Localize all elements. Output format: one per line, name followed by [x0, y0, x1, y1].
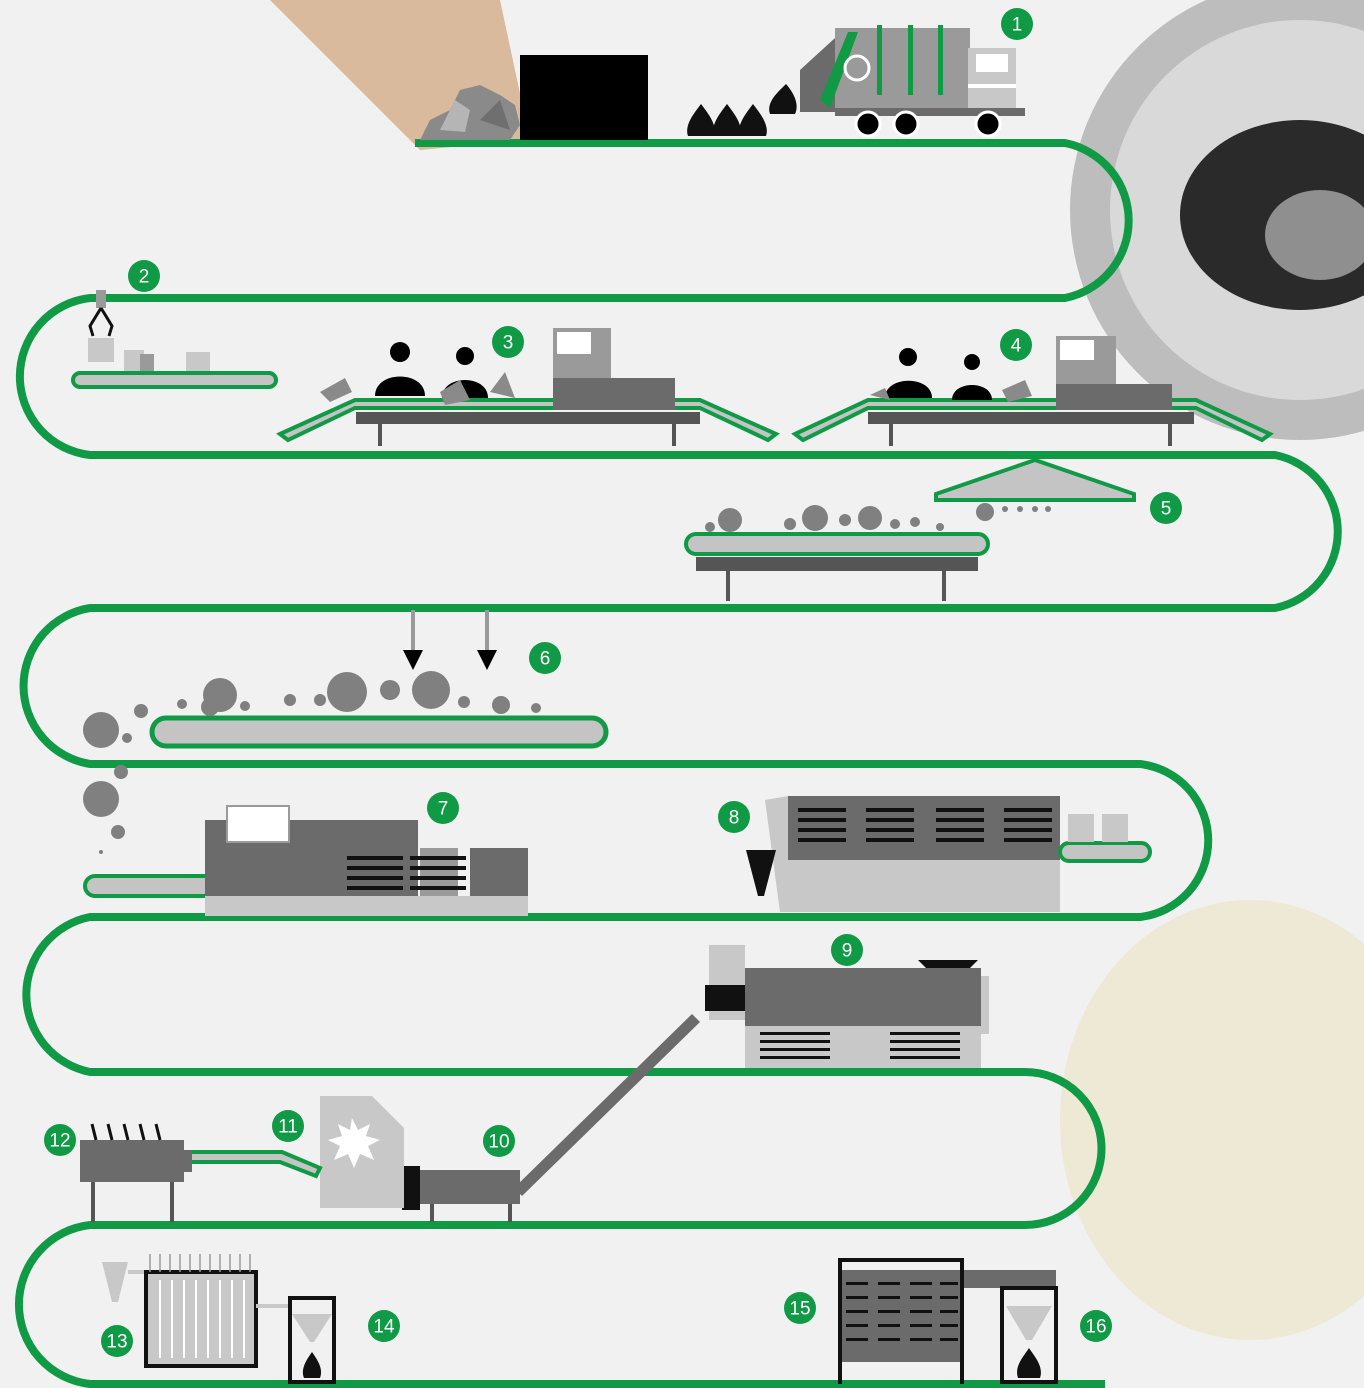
soda-can-icon	[1070, 0, 1364, 440]
step-6-magnetic-separation	[83, 610, 609, 749]
svg-text:16: 16	[1085, 1317, 1106, 1338]
grabber-claw-icon	[88, 290, 114, 362]
step-14-dross-collection	[288, 1296, 336, 1384]
svg-text:14: 14	[373, 1317, 395, 1338]
step-badge-1: 1	[1001, 8, 1033, 40]
step-badge-10: 10	[483, 1125, 515, 1157]
step-16-collection	[1000, 1286, 1058, 1384]
svg-text:11: 11	[278, 1117, 298, 1138]
svg-text:12: 12	[49, 1131, 70, 1152]
step-2-presorting	[71, 290, 278, 389]
step-4-manual-sorting	[791, 336, 1274, 446]
step-badge-4: 4	[1000, 329, 1032, 361]
step-badge-12: 12	[44, 1124, 76, 1156]
process-route-line	[14, 139, 1342, 1388]
svg-text:9: 9	[842, 941, 853, 962]
hopper-icon	[746, 850, 776, 896]
step-badge-8: 8	[718, 801, 750, 833]
scrap-pile-icon	[420, 85, 520, 140]
svg-text:7: 7	[438, 799, 449, 820]
step-10-screw-conveyor	[402, 1014, 700, 1222]
step-badge-13: 13	[101, 1325, 133, 1357]
step-15-casting	[838, 1258, 1056, 1384]
step-8-baling	[746, 796, 1152, 912]
svg-text:3: 3	[503, 333, 514, 354]
garbage-truck-icon	[800, 25, 1025, 138]
step-3-manual-sorting	[276, 328, 780, 446]
sorting-worker-icon	[885, 348, 992, 400]
svg-text:4: 4	[1011, 336, 1022, 357]
step-badge-11: 11	[272, 1110, 304, 1142]
conveyor-belt	[71, 371, 278, 389]
step-5-screening	[684, 457, 1136, 601]
step-badge-9: 9	[831, 934, 863, 966]
svg-text:1: 1	[1012, 15, 1023, 36]
svg-text:13: 13	[106, 1332, 127, 1353]
svg-text:10: 10	[488, 1132, 509, 1153]
step-7-eddy-current-separation	[83, 765, 528, 916]
step-badge-2: 2	[128, 260, 160, 292]
step-9-shredding	[705, 945, 989, 1068]
step-badge-14: 14	[368, 1310, 400, 1342]
step-badge-15: 15	[784, 1292, 816, 1324]
step-badge-7: 7	[427, 792, 459, 824]
step-12-delacquering	[80, 1123, 192, 1222]
step-badge-3: 3	[492, 326, 524, 358]
step-11-crusher	[188, 1096, 404, 1208]
magnet-arrow-icon	[403, 610, 497, 670]
collection-bin-icon	[520, 55, 648, 140]
garbage-bags-icon	[687, 84, 797, 136]
step-badges: 1 2 3 4 5 6 7 8 9 10 11 12 13 14 15 16	[44, 8, 1182, 1357]
step-badge-5: 5	[1150, 492, 1182, 524]
trommel-screen-icon	[934, 457, 1136, 502]
svg-text:15: 15	[789, 1299, 810, 1320]
svg-text:5: 5	[1161, 499, 1172, 520]
step-13-melting	[102, 1254, 290, 1368]
svg-text:8: 8	[729, 808, 740, 829]
svg-text:6: 6	[540, 649, 551, 670]
svg-text:2: 2	[139, 267, 150, 288]
crusher-burst-icon	[328, 1118, 380, 1168]
step-1-collection	[420, 25, 1025, 140]
step-badge-6: 6	[529, 642, 561, 674]
step-badge-16: 16	[1080, 1310, 1112, 1342]
